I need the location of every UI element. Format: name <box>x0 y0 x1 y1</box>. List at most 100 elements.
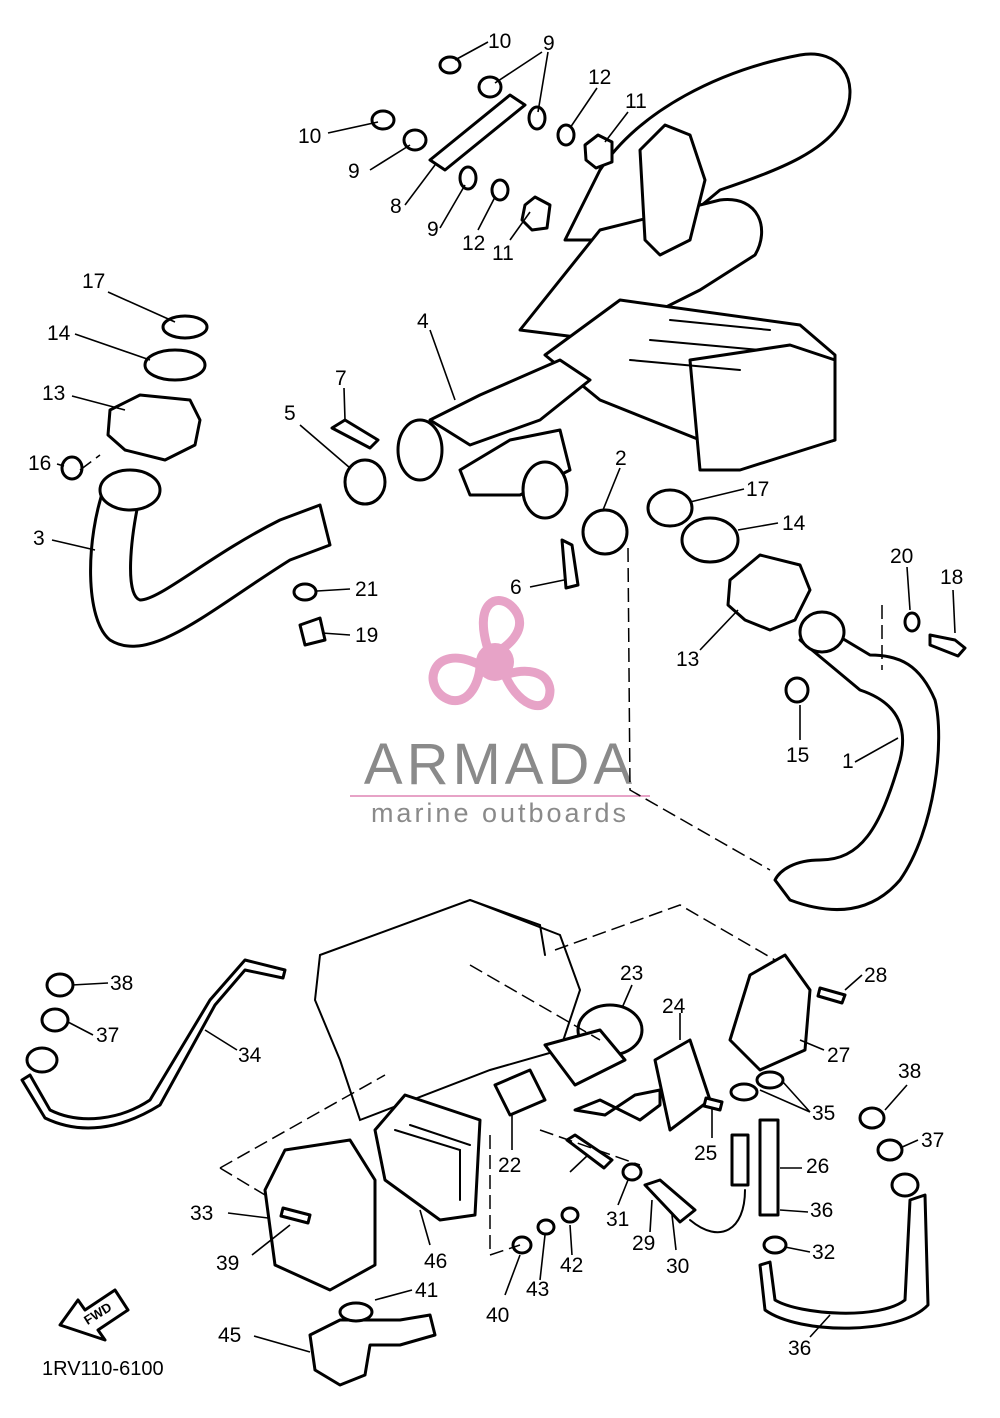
callout-21: 21 <box>355 578 378 601</box>
callout-41: 42 <box>560 1254 583 1277</box>
muffler-assembly <box>396 52 852 520</box>
callout-31: 26 <box>806 1155 829 1178</box>
gasket-ring <box>646 488 694 528</box>
clip <box>755 1070 785 1090</box>
bolt <box>298 616 327 647</box>
callout-22: 22 <box>498 1154 521 1177</box>
assembly-line <box>79 454 101 471</box>
callout-4: 4 <box>417 310 429 333</box>
washer <box>458 165 478 191</box>
muffler-bracket <box>370 55 614 232</box>
callout-45: 41 <box>415 1279 438 1302</box>
washer <box>536 1218 556 1236</box>
washer <box>477 75 503 99</box>
hose-joint <box>25 1046 59 1074</box>
callout-13: 13 <box>676 648 699 671</box>
callout-43: 40 <box>486 1304 509 1327</box>
callout-17: 17 <box>82 270 105 293</box>
stud-bolt <box>560 538 580 590</box>
callout-29: 36 <box>810 1199 833 1222</box>
clip <box>621 1162 643 1182</box>
callout-10: 10 <box>298 125 321 148</box>
assembly-line <box>219 1074 386 1169</box>
callout-9: 9 <box>543 32 555 55</box>
callout-44: 45 <box>218 1324 241 1347</box>
hose-clip <box>858 1106 886 1130</box>
exhaust-nut <box>106 393 202 462</box>
callout-34: 34 <box>238 1044 262 1067</box>
callout-30: 29 <box>632 1232 655 1255</box>
callout-14: 14 <box>782 512 806 535</box>
callout-3: 3 <box>33 527 45 550</box>
callout-16: 16 <box>28 452 51 475</box>
leader-lines <box>51 41 956 1353</box>
callout-27: 27 <box>827 1044 850 1067</box>
flange-seat <box>143 348 207 382</box>
callout-28: 28 <box>864 964 887 987</box>
assembly-line <box>489 1135 521 1257</box>
callout-24: 24 <box>662 995 686 1018</box>
bolt <box>928 633 967 658</box>
callout-8: 8 <box>390 195 402 218</box>
gasket <box>343 458 387 506</box>
assembly-line <box>469 964 601 1041</box>
callout-33: 36 <box>788 1337 811 1360</box>
air-cut-valve <box>728 953 812 1072</box>
callout-17: 17 <box>746 478 769 501</box>
reed-valve-plate <box>653 1038 712 1132</box>
callout-32: 30 <box>666 1255 689 1278</box>
exhaust-pipe-right <box>560 488 967 911</box>
propeller-hub <box>476 643 514 681</box>
callout-12: 12 <box>588 66 611 89</box>
callout-37: 37 <box>921 1129 944 1152</box>
collar <box>490 178 510 202</box>
union-pipe <box>565 1133 614 1170</box>
callout-25: 25 <box>694 1142 717 1165</box>
assembly-line <box>219 1167 271 1199</box>
propeller-logo <box>428 596 555 711</box>
callout-38: 38 <box>898 1060 921 1083</box>
callout-9: 9 <box>348 160 360 183</box>
assembly-line <box>539 1129 641 1166</box>
callout-35: 35 <box>812 1102 835 1125</box>
callout-6: 6 <box>510 576 522 599</box>
callout-37: 37 <box>96 1024 119 1047</box>
hose-31 <box>730 1133 750 1187</box>
air-pipe <box>758 1193 930 1330</box>
exhaust-pipe-clamp <box>521 460 569 520</box>
forward-arrow-icon <box>58 1288 130 1342</box>
hose-sleeve <box>876 1138 904 1162</box>
callout-1: 1 <box>842 750 854 773</box>
callout-23: 23 <box>620 962 643 985</box>
washer <box>511 1235 533 1255</box>
callout-10: 10 <box>488 30 511 53</box>
callout-7: 7 <box>335 367 347 390</box>
callout-11: 11 <box>492 242 514 265</box>
hose-clip <box>45 972 75 998</box>
callout-46: 39 <box>216 1252 239 1275</box>
callout-40: 46 <box>424 1250 447 1273</box>
assembly-line <box>627 547 771 871</box>
nut <box>60 455 84 481</box>
air-hose <box>20 958 287 1130</box>
clip <box>762 1235 788 1255</box>
collar <box>556 123 576 147</box>
armada-watermark: ARMADA marine outboards <box>350 596 650 828</box>
fwd-arrow: FWD <box>58 1288 130 1342</box>
washer <box>560 1206 580 1224</box>
clip <box>729 1082 759 1102</box>
gasket <box>581 508 629 556</box>
damper <box>583 133 614 170</box>
flange-seat <box>680 516 740 564</box>
bolt <box>816 986 847 1005</box>
air-filter-cover <box>263 1138 377 1292</box>
hose-sleeve <box>40 1007 70 1033</box>
bolt <box>438 55 462 75</box>
exhaust-nut <box>726 553 812 632</box>
callout-38: 38 <box>110 972 133 995</box>
stud-bolt <box>330 418 380 450</box>
drain-hose <box>308 1313 437 1387</box>
exhaust-pipe-left <box>60 314 387 648</box>
callout-9: 9 <box>427 218 439 241</box>
